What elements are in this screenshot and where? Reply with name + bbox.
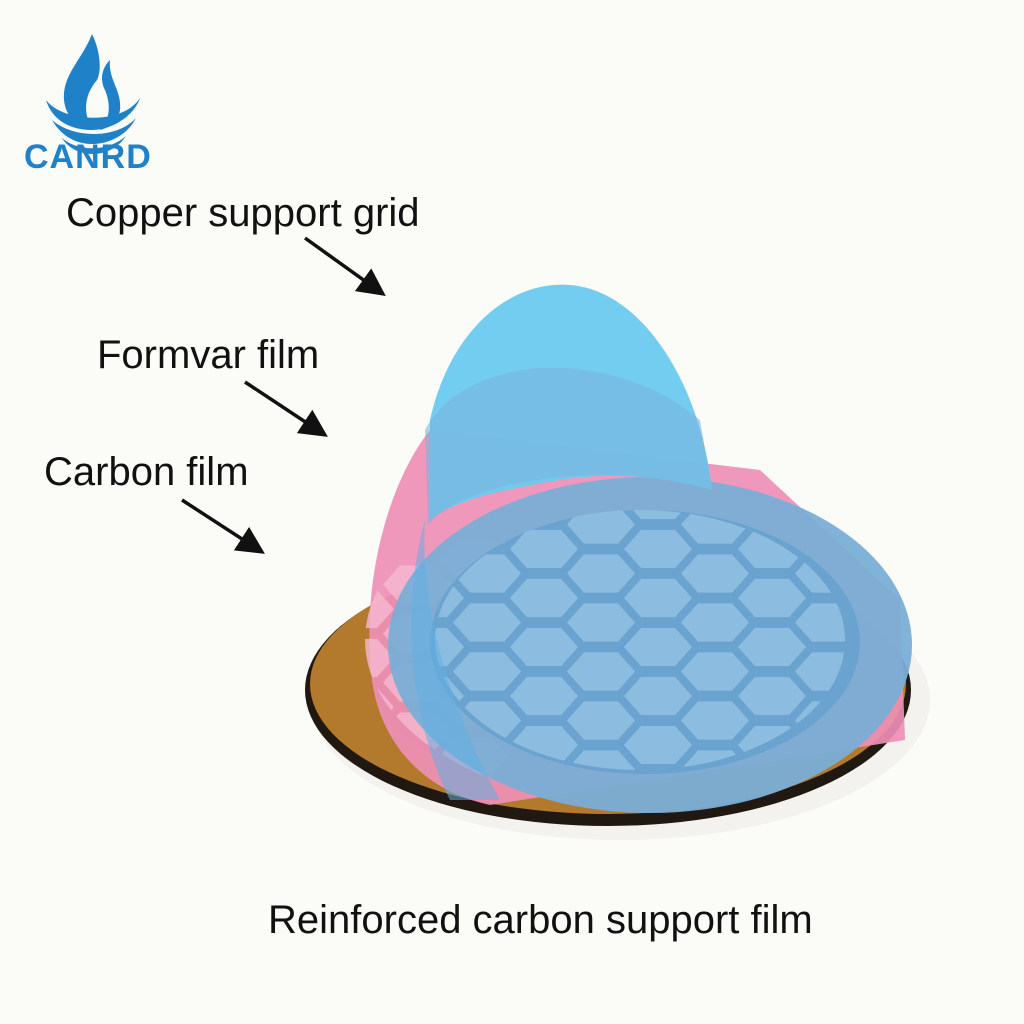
grid-hexagon: [365, 638, 394, 678]
grid-hexagon: [510, 578, 578, 618]
grid-hexagon: [453, 652, 521, 691]
label-formvar-film: Formvar film: [97, 333, 320, 377]
grid-hexagon: [738, 627, 806, 667]
grid-hexagon: [681, 652, 749, 691]
grid-hexagon: [795, 603, 845, 642]
grid-hexagon: [681, 701, 749, 740]
grid-hexagon: [624, 676, 692, 716]
grid-hexagon: [681, 554, 749, 593]
grid-hexagon: [567, 510, 635, 544]
label-copper-support-grid: Copper support grid: [66, 191, 420, 235]
grid-hexagon: [510, 627, 578, 667]
grid-hexagon: [624, 725, 692, 765]
grid-hexagon: [738, 676, 806, 716]
lifted-blue-film: [411, 284, 712, 800]
grid-hexagon: [435, 627, 464, 667]
arrow-icon: [244, 380, 328, 437]
grid-hexagon: [453, 603, 521, 642]
arrow-icon: [181, 498, 265, 554]
diagram-caption: Reinforced carbon support film: [268, 898, 813, 942]
grid-hexagon: [738, 578, 806, 618]
logo-text: CANRD: [24, 138, 152, 176]
arrow-icon: [303, 236, 386, 297]
grid-hexagon: [567, 701, 635, 740]
grid-hexagon: [681, 603, 749, 642]
grid-hexagon: [795, 652, 845, 691]
label-carbon-film: Carbon film: [44, 450, 249, 494]
grid-hexagon: [624, 578, 692, 618]
grid-hexagon: [510, 529, 578, 569]
grid-hexagon: [365, 589, 394, 629]
water-drop-logo-icon: [46, 34, 140, 154]
grid-hexagon: [510, 676, 578, 716]
grid-hexagon: [624, 529, 692, 569]
grid-hexagon: [567, 603, 635, 642]
grid-hexagon: [567, 554, 635, 593]
carbon-film: [388, 477, 912, 813]
grid-hexagon: [567, 652, 635, 691]
grid-hexagon: [624, 627, 692, 667]
